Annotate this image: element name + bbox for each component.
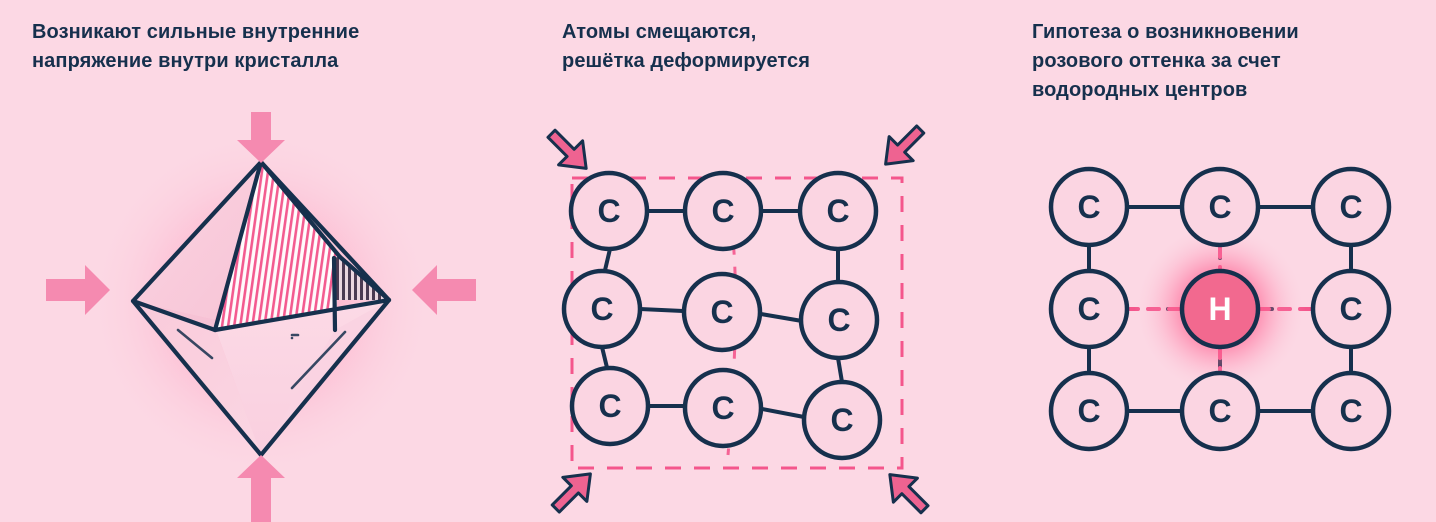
arrow-top-right-icon [884, 124, 926, 166]
atom-label: C [590, 291, 613, 327]
lattice-corner-arrows [546, 124, 930, 515]
lattice-atom: C [801, 379, 883, 461]
atom-label: C [1077, 291, 1100, 327]
atom-label: C [830, 402, 853, 438]
lattice-atom: C [682, 367, 764, 449]
lattice-atom: C [1310, 268, 1392, 350]
lattice-atom: C [1048, 370, 1130, 452]
lattice-atom: C [568, 170, 650, 252]
panel-title-lattice-deformation: Атомы смещаются, решётка деформируется [562, 21, 811, 72]
arrow-right-icon [412, 265, 476, 315]
hydrogen-atom: H [1179, 268, 1261, 350]
atom-label: C [1208, 189, 1231, 225]
arrow-bottom-icon [237, 455, 285, 522]
arrow-bottom-right-icon [888, 473, 930, 515]
atom-label: C [1339, 291, 1362, 327]
compression-arrows [46, 112, 476, 522]
deformed-lattice-figure: C C C C C C [546, 124, 930, 515]
panel-lattice-deformation: Атомы смещаются, решётка деформируется [520, 0, 990, 522]
lattice-atom: C [569, 365, 651, 447]
arrow-top-icon [237, 112, 285, 163]
lattice-atom: C [1310, 166, 1392, 248]
lattice-atom: C [1048, 268, 1130, 350]
arrow-left-icon [46, 265, 110, 315]
panel-hydrogen-center: Гипотеза о возникновении розового оттенк… [990, 0, 1436, 522]
arrow-bottom-left-icon [550, 472, 592, 514]
atom-label: C [1339, 189, 1362, 225]
arrow-top-left-icon [546, 128, 588, 170]
lattice-atom: C [798, 279, 880, 361]
panel-title-internal-stress: Возникают сильные внутренние напряжение … [32, 21, 360, 72]
crystal-highlight-lines [176, 328, 347, 390]
lattice-atom: C [682, 170, 764, 252]
lattice-atom: C [1179, 166, 1261, 248]
lattice-boundary-dashed [570, 176, 904, 470]
atom-label: C [1208, 393, 1231, 429]
atom-label: C [597, 193, 620, 229]
atom-label: C [1077, 393, 1100, 429]
hydrogen-lattice-figure: C C C C H C [1048, 166, 1392, 452]
atom-label: C [827, 302, 850, 338]
atom-label: C [598, 388, 621, 424]
atom-label: C [1339, 393, 1362, 429]
crystal-face-top-hatched [215, 162, 340, 330]
panel-internal-stress: Возникают сильные внутренние напряжение … [0, 0, 520, 522]
atom-label: C [710, 294, 733, 330]
crystal-octahedron-figure [46, 112, 476, 522]
lattice-atom: C [1179, 370, 1261, 452]
atom-label: C [826, 193, 849, 229]
lattice-atom: C [561, 268, 643, 350]
hydrogen-label: H [1208, 291, 1231, 327]
atom-label: C [711, 193, 734, 229]
lattice-atom: C [681, 271, 763, 353]
lattice-atom: C [1048, 166, 1130, 248]
crystal-face-left-upper [133, 162, 261, 320]
atom-label: C [1077, 189, 1100, 225]
atom-label: C [711, 390, 734, 426]
lattice-atom: C [797, 170, 879, 252]
panel-title-hydrogen-center: Гипотеза о возникновении розового оттенк… [1032, 21, 1299, 101]
hydrogen-lattice-bonds [1087, 205, 1353, 413]
lattice-atom: C [1310, 370, 1392, 452]
